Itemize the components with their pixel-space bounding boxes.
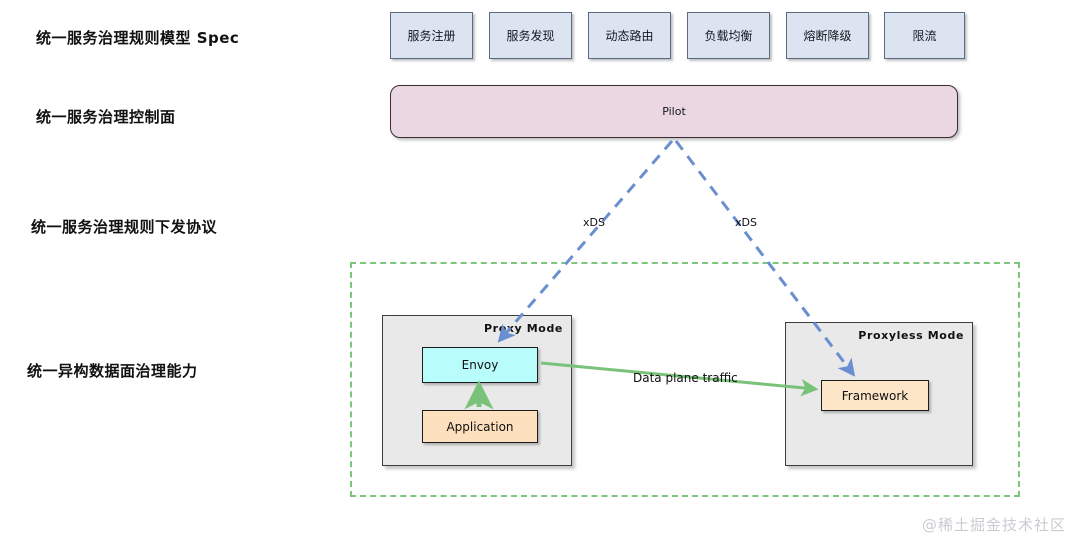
capability-label: 熔断降级 [803,29,852,43]
proxy-mode-title: Proxy Mode [484,322,563,335]
capability-box-dynamic-routing[interactable]: 动态路由 [588,12,671,59]
stage-label-control-plane: 统一服务治理控制面 [36,108,176,126]
xds-label-left: xDS [583,216,605,229]
capability-label: 负载均衡 [704,29,753,43]
capability-box-circuit-breaking[interactable]: 熔断降级 [786,12,869,59]
capability-box-service-registration[interactable]: 服务注册 [390,12,473,59]
capability-box-load-balancing[interactable]: 负载均衡 [687,12,770,59]
watermark-text: @稀土掘金技术社区 [921,516,1066,534]
application-node-box[interactable]: Application [422,410,538,443]
stage-label-data-plane: 统一异构数据面治理能力 [27,362,198,380]
capability-box-service-discovery[interactable]: 服务发现 [489,12,572,59]
framework-label: Framework [841,388,909,403]
capability-label: 动态路由 [605,29,654,43]
stage-label-protocol: 统一服务治理规则下发协议 [31,218,218,236]
capability-label: 服务注册 [407,29,456,43]
data-plane-traffic-label: Data plane traffic [633,371,738,385]
proxyless-mode-panel: Proxyless Mode Framework [785,322,973,466]
xds-label-right: xDS [735,216,757,229]
capability-label: 限流 [912,29,937,43]
framework-node-box[interactable]: Framework [821,380,929,411]
envoy-node-box[interactable]: Envoy [422,347,538,383]
pilot-control-plane-box[interactable]: Pilot [390,85,958,138]
proxyless-mode-title: Proxyless Mode [858,329,964,342]
capability-label: 服务发现 [506,29,555,43]
proxy-mode-panel: Proxy Mode Envoy Application [382,315,572,466]
stage-label-spec: 统一服务治理规则模型 Spec [36,29,240,47]
envoy-label: Envoy [461,358,499,372]
application-label: Application [446,419,514,434]
capability-box-rate-limiting[interactable]: 限流 [884,12,965,59]
pilot-label: Pilot [662,105,686,118]
